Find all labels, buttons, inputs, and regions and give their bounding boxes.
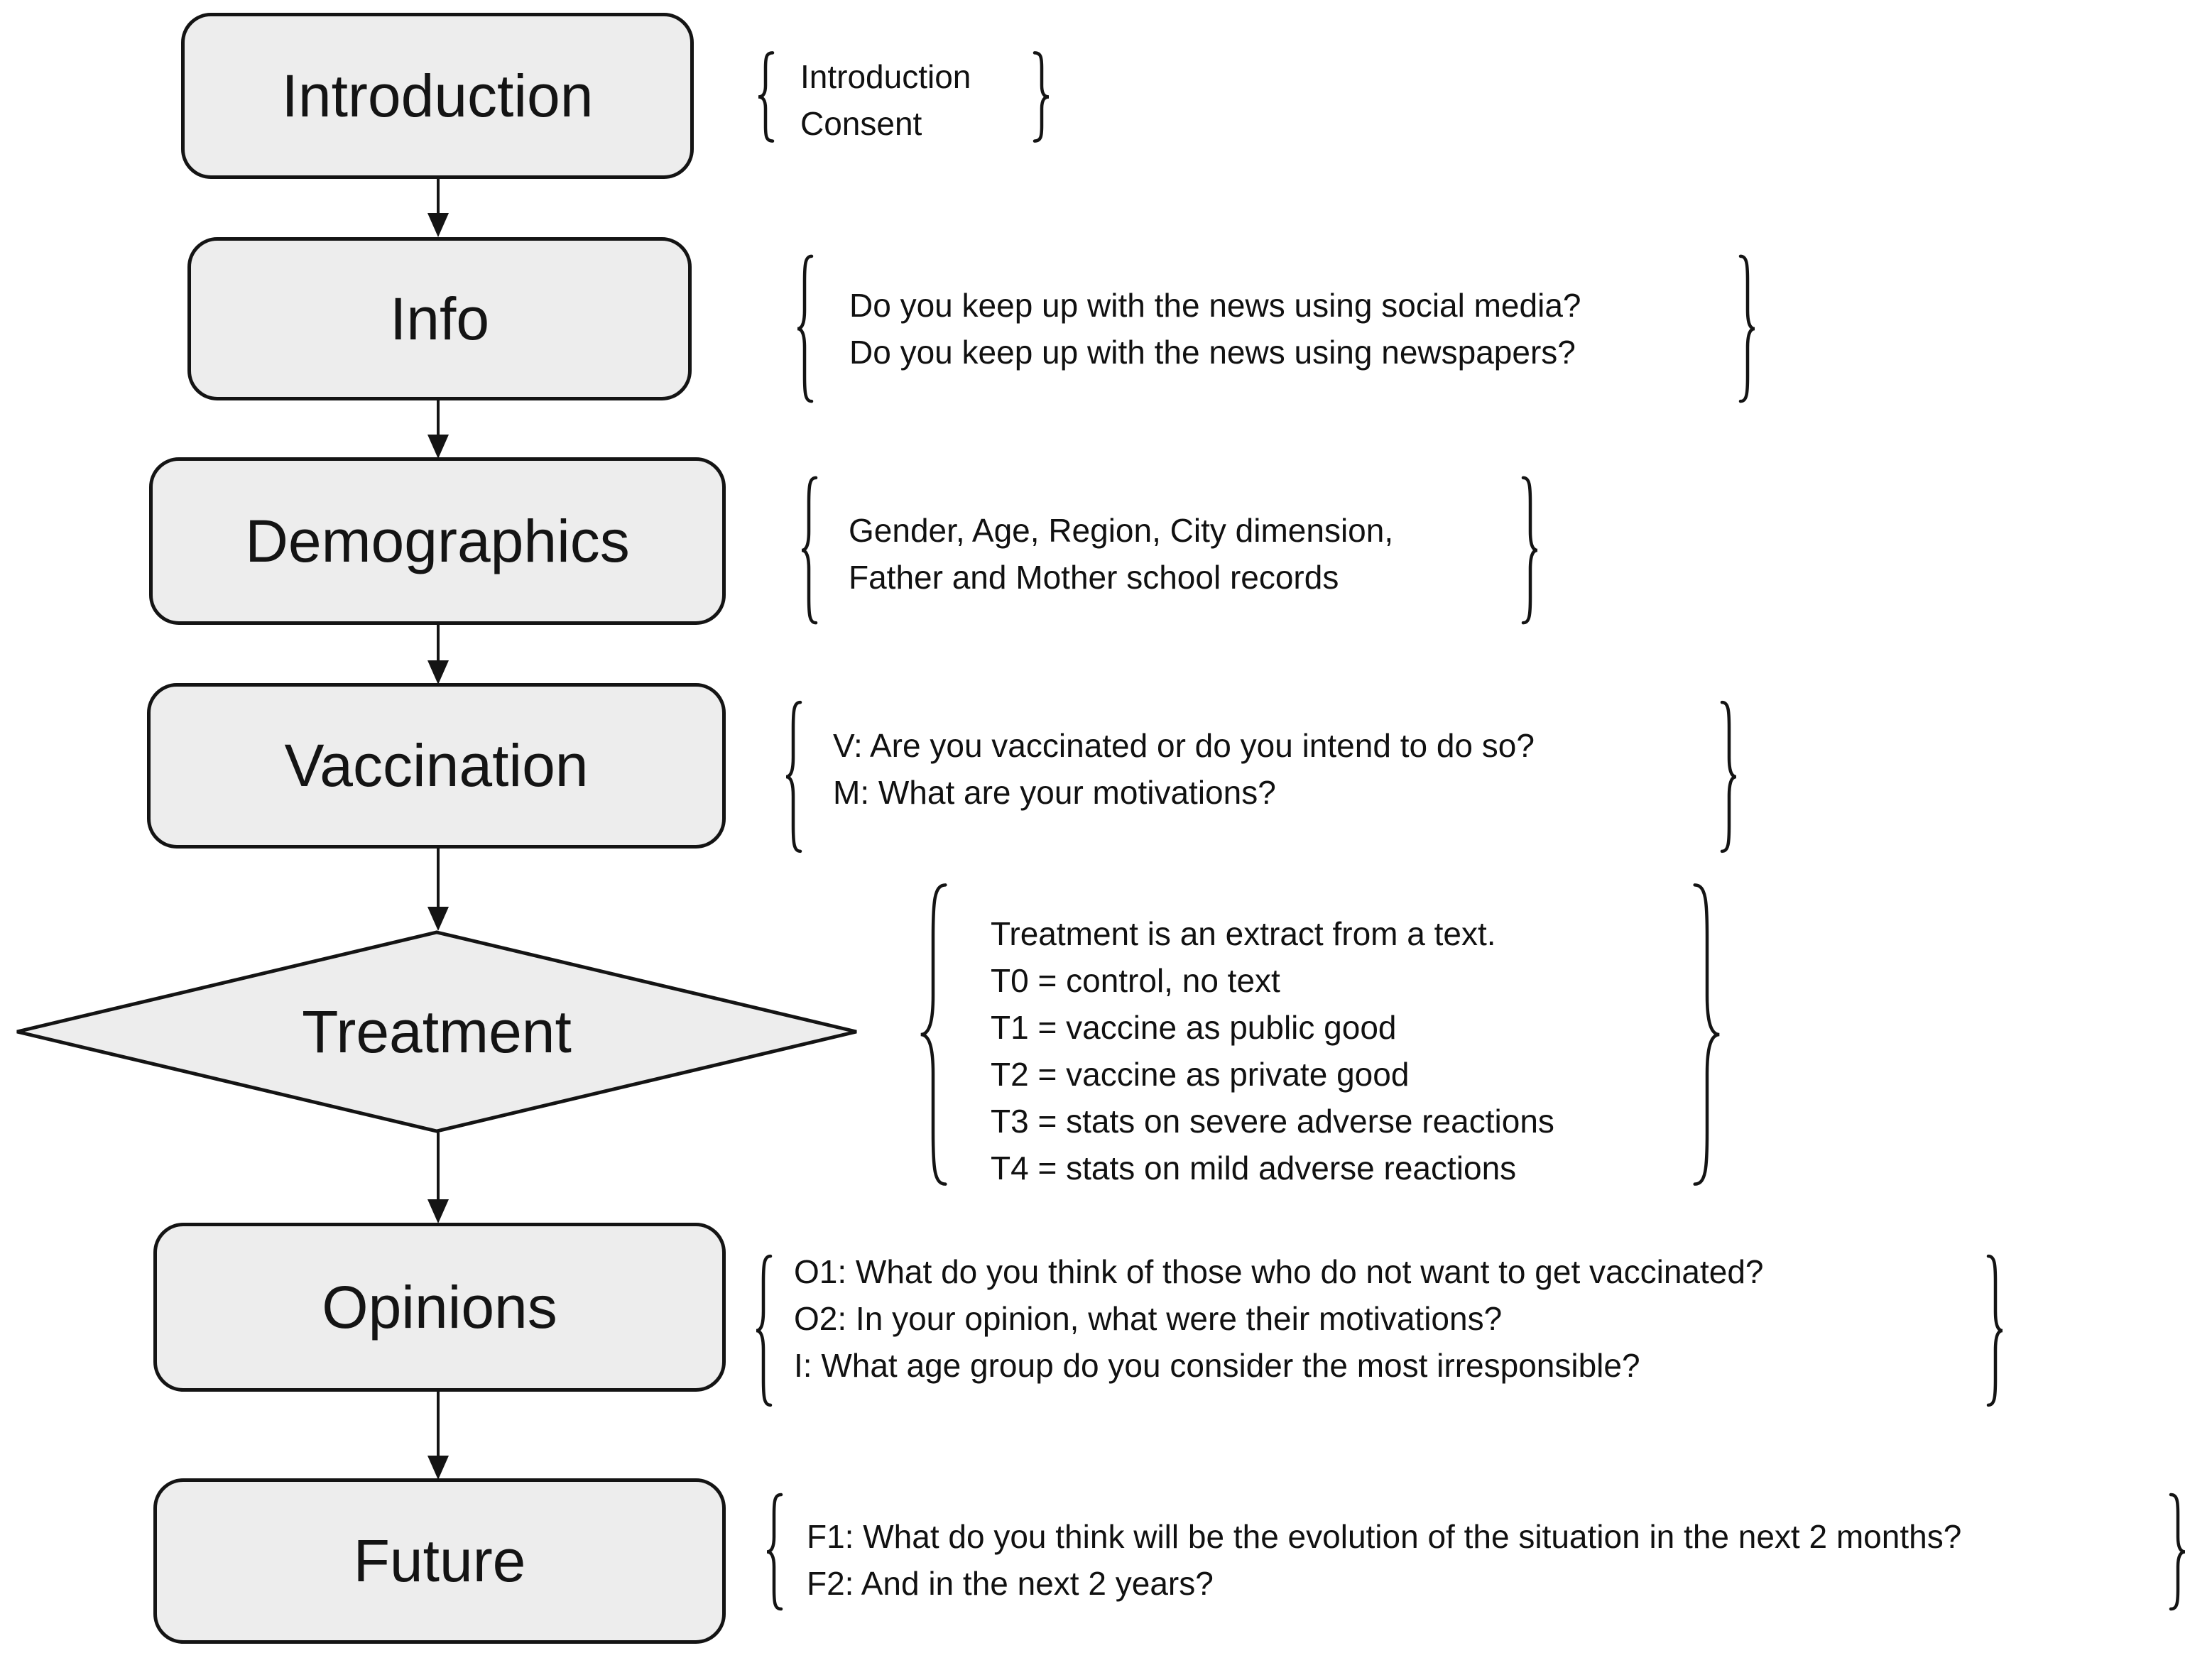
node-label: Introduction bbox=[281, 62, 594, 129]
right-brace-icon bbox=[1985, 1250, 2006, 1412]
annotation-line: F1: What do you think will be the evolut… bbox=[807, 1518, 1962, 1555]
node-introduction: Introduction bbox=[181, 13, 694, 179]
node-opinions: Opinions bbox=[153, 1223, 726, 1392]
annotation-line: Treatment is an extract from a text. bbox=[991, 915, 1496, 952]
left-brace-icon bbox=[753, 1250, 774, 1412]
annotation-line: Do you keep up with the news using socia… bbox=[849, 287, 1581, 324]
annotation-future: F1: What do you think will be the evolut… bbox=[807, 1513, 1961, 1607]
arrow-line bbox=[437, 847, 440, 907]
arrowhead-icon bbox=[427, 435, 449, 459]
flow-arrow bbox=[427, 623, 449, 684]
right-brace-icon bbox=[1031, 49, 1052, 145]
node-label: Treatment bbox=[302, 998, 572, 1065]
node-info: Info bbox=[187, 237, 692, 400]
arrowhead-icon bbox=[427, 213, 449, 237]
left-brace-icon bbox=[763, 1490, 785, 1614]
annotation-vaccination: V: Are you vaccinated or do you intend t… bbox=[833, 722, 1535, 816]
arrow-line bbox=[437, 399, 440, 435]
flow-arrow bbox=[427, 1390, 449, 1480]
annotation-introduction: Introduction Consent bbox=[800, 53, 971, 147]
flow-arrow bbox=[427, 178, 449, 237]
arrowhead-icon bbox=[427, 1199, 449, 1223]
right-brace-icon bbox=[1689, 872, 1726, 1197]
right-brace-icon bbox=[1718, 696, 1740, 858]
node-label: Demographics bbox=[245, 507, 630, 574]
flow-arrow bbox=[427, 847, 449, 931]
node-treatment: Treatment bbox=[14, 929, 859, 1134]
left-brace-icon bbox=[755, 49, 776, 145]
arrow-line bbox=[437, 623, 440, 660]
left-brace-icon bbox=[798, 471, 819, 629]
node-label: Vaccination bbox=[284, 732, 589, 799]
node-label: Info bbox=[389, 285, 490, 352]
annotation-line: V: Are you vaccinated or do you intend t… bbox=[833, 727, 1535, 764]
annotation-line: T4 = stats on mild adverse reactions bbox=[991, 1150, 1517, 1186]
annotation-line: Consent bbox=[800, 105, 922, 142]
annotation-line: Introduction bbox=[800, 58, 971, 95]
left-brace-icon bbox=[794, 250, 815, 408]
annotation-line: O1: What do you think of those who do no… bbox=[794, 1253, 1764, 1290]
arrow-line bbox=[437, 1133, 440, 1199]
annotation-treatment: Treatment is an extract from a text. T0 … bbox=[991, 910, 1554, 1191]
right-brace-icon bbox=[2167, 1490, 2189, 1614]
annotation-line: T1 = vaccine as public good bbox=[991, 1009, 1397, 1046]
right-brace-icon bbox=[1737, 250, 1758, 408]
node-label: Opinions bbox=[322, 1273, 557, 1341]
annotation-line: I: What age group do you consider the mo… bbox=[794, 1347, 1640, 1384]
left-brace-icon bbox=[915, 872, 952, 1197]
diamond-shape-icon bbox=[16, 930, 857, 1133]
annotation-line: T3 = stats on severe adverse reactions bbox=[991, 1103, 1554, 1140]
node-label: Future bbox=[353, 1527, 526, 1594]
arrow-line bbox=[437, 178, 440, 213]
arrow-line bbox=[437, 1390, 440, 1456]
annotation-line: Father and Mother school records bbox=[849, 559, 1339, 596]
arrowhead-icon bbox=[427, 660, 449, 684]
node-demographics: Demographics bbox=[149, 457, 726, 625]
arrowhead-icon bbox=[427, 1456, 449, 1480]
right-brace-icon bbox=[1520, 471, 1541, 629]
node-future: Future bbox=[153, 1478, 726, 1644]
annotation-line: T0 = control, no text bbox=[991, 962, 1280, 999]
annotation-line: O2: In your opinion, what were their mot… bbox=[794, 1300, 1503, 1337]
annotation-info: Do you keep up with the news using socia… bbox=[849, 282, 1581, 376]
flow-arrow bbox=[427, 1133, 449, 1223]
annotation-opinions: O1: What do you think of those who do no… bbox=[794, 1248, 1764, 1389]
left-brace-icon bbox=[783, 696, 804, 858]
flow-arrow bbox=[427, 399, 449, 459]
annotation-demographics: Gender, Age, Region, City dimension, Fat… bbox=[849, 507, 1393, 601]
annotation-line: Do you keep up with the news using newsp… bbox=[849, 334, 1576, 371]
node-vaccination: Vaccination bbox=[147, 683, 726, 849]
annotation-line: M: What are your motivations? bbox=[833, 774, 1276, 811]
annotation-line: Gender, Age, Region, City dimension, bbox=[849, 512, 1394, 549]
annotation-line: F2: And in the next 2 years? bbox=[807, 1565, 1214, 1602]
arrowhead-icon bbox=[427, 907, 449, 931]
annotation-line: T2 = vaccine as private good bbox=[991, 1056, 1410, 1093]
